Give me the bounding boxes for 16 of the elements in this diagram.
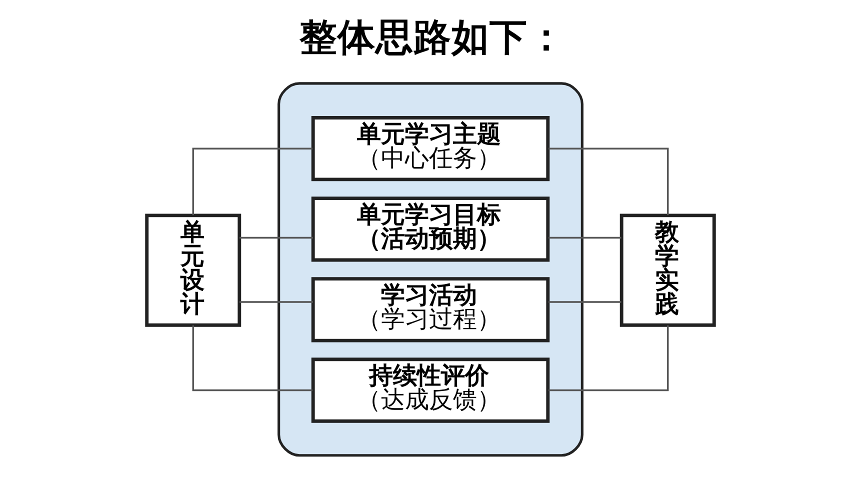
connector (548, 236, 621, 239)
node-box: 持续性评价 （达成反馈） (310, 358, 550, 423)
node-box: 单元学习目标 （活动预期） (310, 196, 550, 262)
connector (192, 148, 312, 216)
connector (548, 325, 668, 392)
connector (548, 301, 621, 303)
connector (238, 301, 312, 303)
cluster (277, 82, 583, 457)
connector (548, 148, 668, 216)
node-box: 学习活动 （学习过程） (310, 277, 550, 342)
connector (192, 325, 312, 392)
node-box: 单元设计 (144, 214, 241, 327)
diagram-title: 整体思路如下： (298, 15, 565, 60)
node-box: 单元学习主题 （中心任务） (310, 116, 550, 182)
connector (238, 236, 312, 239)
node-box: 教学实践 (619, 214, 716, 327)
